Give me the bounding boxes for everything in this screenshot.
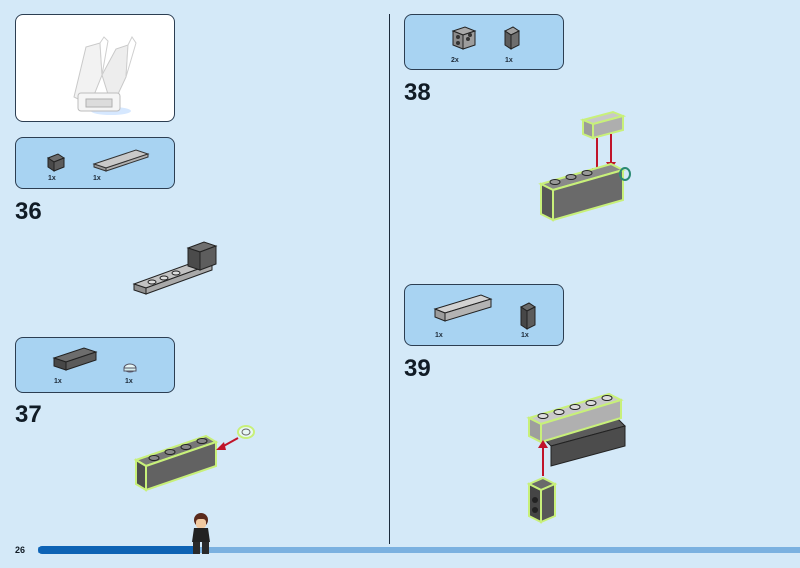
step-39-build: [526, 392, 626, 524]
step-number: 38: [404, 79, 431, 106]
part-qty: 2x: [451, 57, 459, 64]
dark-grey-bracket-icon: [504, 26, 520, 50]
light-grey-brick-1x6-icon: [433, 294, 493, 322]
step-number: 39: [404, 355, 431, 382]
page-divider: [389, 14, 390, 544]
step-number: 37: [15, 401, 42, 428]
step-number: 36: [15, 198, 42, 225]
part-qty: 1x: [435, 332, 443, 339]
dark-grey-brick-1x1-icon: [46, 153, 66, 172]
progress-track: [38, 547, 800, 553]
transparent-round-tile-icon: [123, 363, 137, 373]
step-37-build: [133, 425, 255, 492]
step-36-build: [132, 241, 218, 295]
part-qty: 1x: [48, 175, 56, 182]
parts-list-37: 1x 1x: [15, 337, 175, 393]
light-grey-plate-1x6-icon: [92, 149, 150, 172]
part-qty: 1x: [505, 57, 513, 64]
dark-grey-brick-1x4-icon: [52, 347, 98, 371]
part-qty: 1x: [521, 332, 529, 339]
step-38-build: [538, 110, 631, 222]
part-qty: 1x: [93, 175, 101, 182]
dark-grey-brick-1x2-icon: [520, 302, 536, 330]
parts-list-38: 2x 1x: [404, 14, 564, 70]
preview-panel: [15, 14, 175, 122]
part-qty: 1x: [54, 378, 62, 385]
ship-preview-image: [73, 36, 137, 115]
parts-list-36: 1x 1x: [15, 137, 175, 189]
parts-list-39: 1x 1x: [404, 284, 564, 346]
grey-bracket-icon: [451, 26, 477, 50]
page-number: 26: [15, 545, 26, 555]
progress-bar: [38, 546, 200, 554]
minifigure-icon: [192, 513, 210, 554]
part-qty: 1x: [125, 378, 133, 385]
